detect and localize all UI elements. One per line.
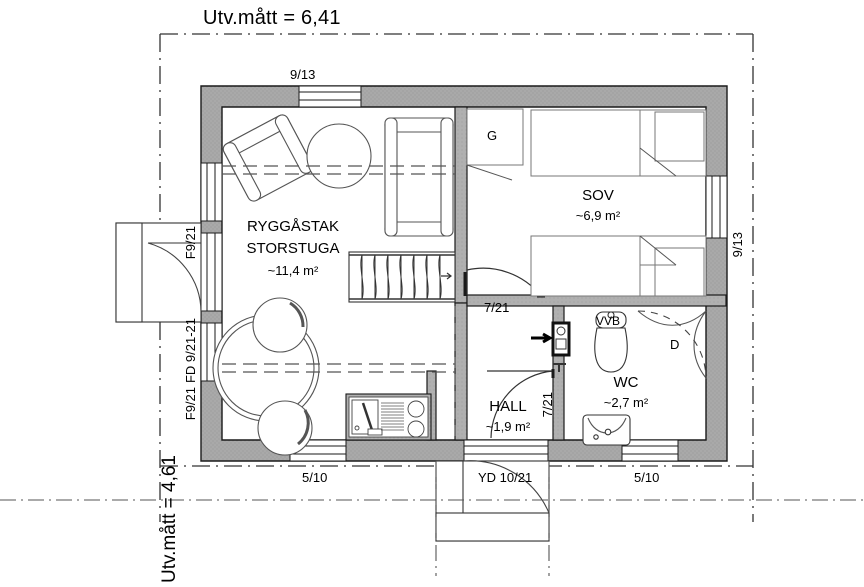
- porches: [115, 222, 550, 542]
- wardrobe: [466, 108, 524, 181]
- bed-lower: [530, 235, 707, 297]
- room-area-storstuga: ~11,4 m²: [267, 263, 319, 278]
- room-label-wc: WC: [613, 374, 639, 391]
- bed-upper: [530, 109, 707, 177]
- living-room-furniture: [222, 114, 454, 237]
- coffee-table: [306, 123, 372, 189]
- kitchen-drainboard: [381, 402, 404, 431]
- centre-lines: [0, 461, 864, 576]
- window-bottom-left-label: 5/10: [302, 470, 328, 485]
- room-area-sov: ~6,9 m²: [575, 208, 621, 223]
- kitchen-sink: [351, 399, 383, 436]
- entry-door-label: YD 10/21: [478, 470, 533, 485]
- hall-hook: [553, 363, 566, 372]
- armchair: [222, 114, 314, 202]
- entry-door-opening: [463, 439, 549, 462]
- water-heater-label: VVB: [596, 314, 621, 328]
- porch-left: [115, 222, 202, 323]
- toilet: [594, 311, 628, 373]
- bedroom-furniture: [466, 108, 707, 297]
- washbasin: [582, 414, 631, 446]
- shower: [637, 310, 707, 380]
- door-left-french: [200, 232, 223, 312]
- left-dimension-label: Utv.mått = 4,61: [159, 455, 180, 583]
- room-area-hall: ~1,9 m²: [485, 419, 531, 434]
- dining-chairs: [252, 297, 313, 456]
- door-left-french-label: FD 9/21-21: [183, 318, 198, 384]
- porch-entry: [435, 460, 550, 542]
- window-left-upper: [200, 162, 223, 222]
- window-left-lower-label: F9/21: [183, 387, 198, 421]
- room-label-storstuga: STORSTUGA: [246, 240, 340, 257]
- section-lines: [222, 165, 455, 373]
- window-bottom-right-label: 5/10: [634, 470, 660, 485]
- window-bottom-right: [621, 439, 679, 462]
- door-swing-wc: [487, 369, 555, 439]
- sofa: [384, 117, 454, 237]
- interior-door-swings: [463, 267, 555, 439]
- wardrobe-label: G: [487, 128, 498, 143]
- room-area-wc: ~2,7 m²: [603, 395, 649, 410]
- interior-walls: [426, 106, 727, 441]
- room-label-hall: HALL: [489, 398, 527, 415]
- dining-set: [212, 297, 320, 456]
- wc-fixtures: [582, 310, 707, 446]
- electrical-cabinet: [531, 321, 571, 357]
- window-left-upper-label: F9/21: [183, 226, 198, 260]
- door-sov-label: 7/21: [484, 300, 510, 315]
- kitchen-counter: [345, 393, 432, 441]
- window-right: [705, 175, 728, 239]
- shower-label: D: [670, 337, 680, 352]
- door-wc-label: 7/21: [540, 392, 555, 418]
- page-title: Utv.mått = 6,41: [203, 7, 341, 29]
- window-right-label: 9/13: [730, 232, 745, 258]
- staircase: [348, 251, 456, 303]
- window-top: [298, 85, 362, 108]
- window-top-label: 9/13: [290, 67, 316, 82]
- room-label-sov: SOV: [582, 187, 614, 204]
- stove-burners: [407, 400, 425, 438]
- room-label-storstuga-ceiling: RYGGÅSTAK: [247, 218, 339, 235]
